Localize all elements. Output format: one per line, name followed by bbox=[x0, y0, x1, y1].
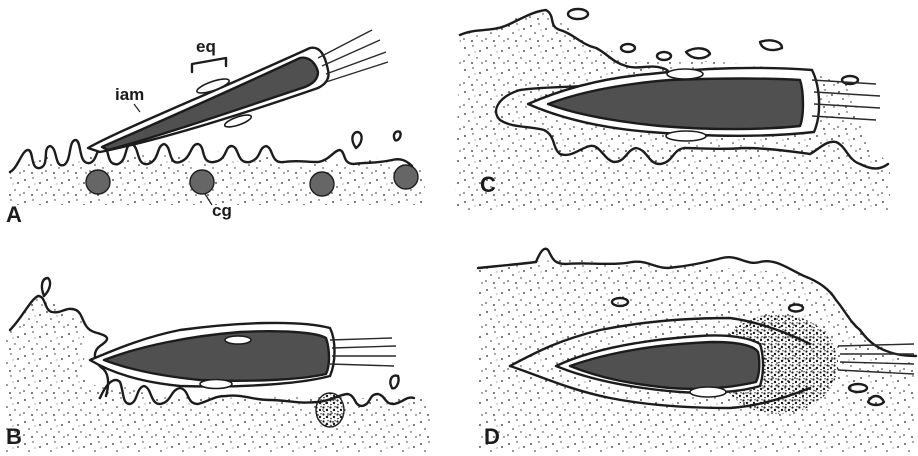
sperm-head bbox=[90, 323, 396, 389]
eq-bracket bbox=[192, 58, 226, 72]
panel-a: eq iam cg A bbox=[6, 30, 425, 227]
microvillus-tip bbox=[394, 131, 401, 140]
equatorial-segment bbox=[200, 380, 232, 389]
microvillus-tip bbox=[42, 278, 50, 296]
egg-surface bbox=[8, 150, 425, 205]
panel-d: D bbox=[478, 249, 916, 452]
microvillus-tip bbox=[390, 376, 398, 389]
cortical-granule-releasing bbox=[316, 393, 344, 427]
cortical-granule bbox=[86, 170, 110, 194]
cortical-granule bbox=[394, 165, 418, 189]
vesicle bbox=[760, 40, 782, 50]
panel-b: B bbox=[5, 278, 430, 452]
sperm-tail bbox=[330, 338, 396, 366]
panel-letter-c: C bbox=[480, 172, 496, 197]
vesicle bbox=[621, 44, 635, 52]
vesicle bbox=[657, 52, 671, 60]
panel-c: C bbox=[455, 9, 890, 210]
panel-letter-d: D bbox=[484, 424, 500, 449]
vesicle bbox=[568, 9, 588, 19]
label-cg: cg bbox=[212, 201, 232, 220]
panel-letter-b: B bbox=[6, 424, 22, 449]
cortical-granule bbox=[310, 172, 334, 196]
vesicle bbox=[686, 48, 710, 58]
label-iam: iam bbox=[115, 85, 144, 104]
equatorial-segment bbox=[667, 69, 703, 79]
label-eq: eq bbox=[196, 37, 216, 56]
panel-letter-a: A bbox=[6, 202, 22, 227]
equatorial-segment bbox=[690, 387, 726, 397]
equatorial-segment bbox=[225, 336, 251, 344]
equatorial-segment bbox=[666, 131, 706, 141]
microvillus-tip bbox=[352, 132, 361, 148]
cortical-granule bbox=[190, 170, 214, 194]
iam-leader bbox=[134, 104, 140, 112]
